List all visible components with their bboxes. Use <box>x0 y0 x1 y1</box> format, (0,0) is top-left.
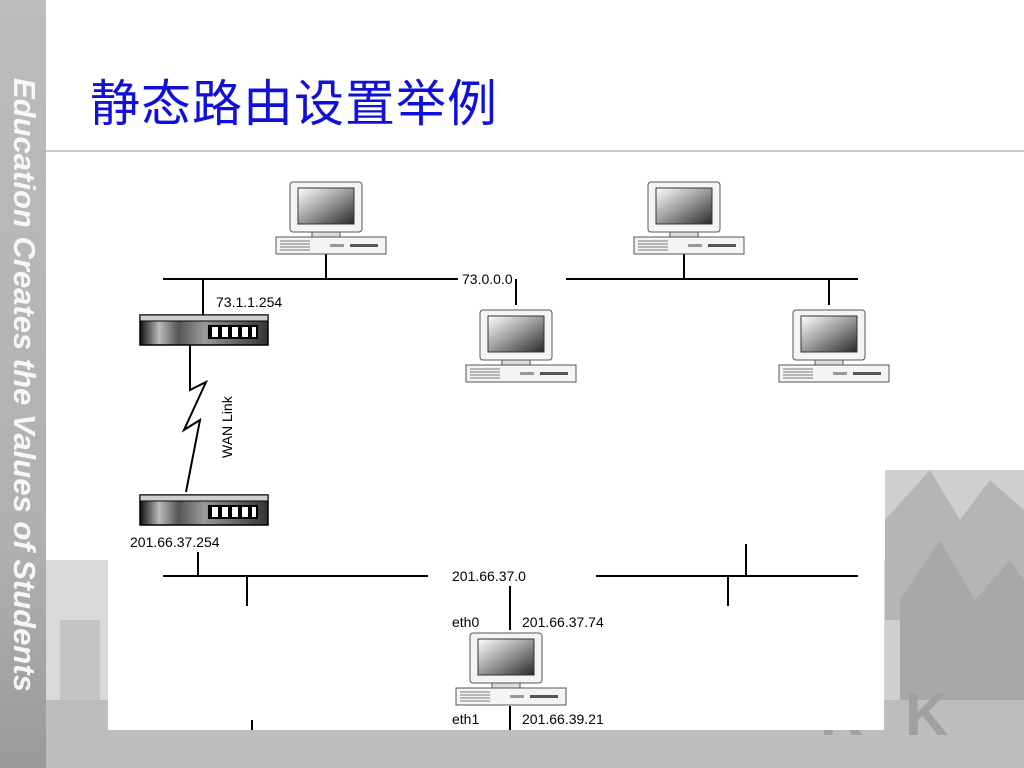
svg-text:Education Creates the Values o: Education Creates the Values of Students <box>7 78 42 692</box>
router-icon <box>139 314 269 346</box>
wan-link-icon <box>181 345 209 493</box>
eth1-label: eth1 <box>452 711 479 727</box>
router-icon <box>139 494 269 526</box>
router-bottom-ip: 201.66.37.254 <box>130 534 220 550</box>
eth1-ip: 201.66.39.21 <box>522 711 604 727</box>
bottom-network-label: 201.66.37.0 <box>452 568 526 584</box>
sidebar-slogan: Education Creates the Values of Students <box>7 78 42 692</box>
eth0-ip: 201.66.37.74 <box>522 614 604 630</box>
sidebar: Education Creates the Values of Students <box>0 0 46 768</box>
eth0-label: eth0 <box>452 614 479 630</box>
title-divider <box>46 150 1024 152</box>
page-title: 静态路由设置举例 <box>90 75 498 133</box>
wan-link-label: WAN Link <box>219 395 235 458</box>
svg-text:K: K <box>905 681 948 748</box>
top-network-label: 73.0.0.0 <box>462 271 513 287</box>
router-top-ip: 73.1.1.254 <box>216 294 282 310</box>
